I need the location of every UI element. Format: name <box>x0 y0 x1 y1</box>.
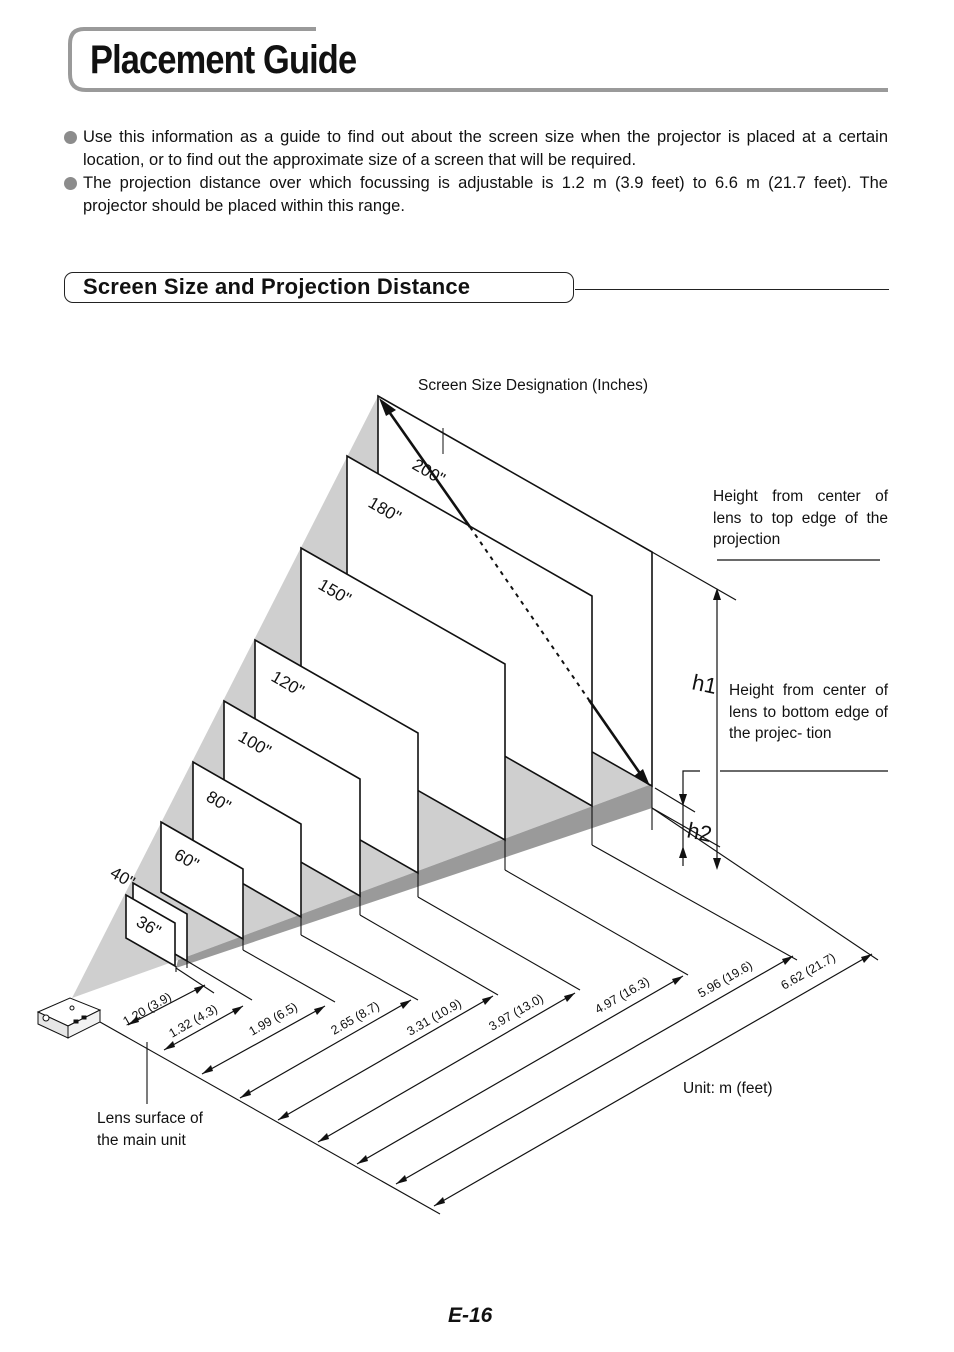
floor-ray <box>651 807 879 961</box>
h2-top-extension <box>654 787 696 813</box>
floor-ray <box>417 896 581 991</box>
arrowhead-icon <box>128 1016 139 1025</box>
arrowhead-icon <box>379 398 396 416</box>
bullet-text: Use this information as a guide to find … <box>83 128 888 169</box>
distance-label: 1.32 (4.3) <box>167 1002 220 1041</box>
h2-leader-tick <box>682 770 700 795</box>
arrowhead-icon <box>400 1000 411 1009</box>
distance-arrow <box>433 953 873 1207</box>
floor-ray <box>186 960 253 1001</box>
bullet-text: The projection distance over which focus… <box>83 174 888 215</box>
section-heading: Screen Size and Projection Distance <box>83 274 471 299</box>
arrowhead-icon <box>202 1065 213 1074</box>
arrowhead-icon <box>318 1133 329 1142</box>
distance-arrow <box>201 1005 326 1075</box>
diagonal-dotted <box>469 526 590 701</box>
intro-bullets: Use this information as a guide to find … <box>64 126 888 218</box>
arrowhead-icon <box>396 1175 407 1184</box>
arrowhead-icon <box>357 1155 368 1164</box>
h1-description: Height from center of lens to top edge o… <box>713 488 888 548</box>
distance-arrow <box>395 955 794 1185</box>
h1-bottom-extension <box>651 807 721 848</box>
distance-label: 4.97 (16.3) <box>593 974 652 1016</box>
projector-icon <box>36 997 102 1039</box>
floor-ray <box>242 949 336 1003</box>
arrowhead-icon <box>713 588 721 600</box>
distance-arrow <box>356 975 684 1165</box>
h2-label: h2 <box>685 817 714 847</box>
title-frame <box>68 27 888 92</box>
arrowhead-icon <box>164 1041 175 1050</box>
distance-label: 1.20 (3.9) <box>121 990 174 1029</box>
arrowhead-icon <box>314 1006 325 1015</box>
bullet-dot-icon <box>64 177 77 190</box>
bullet-dot-icon <box>64 131 77 144</box>
h1-top-extension <box>651 551 737 601</box>
arrowhead-icon <box>679 794 687 806</box>
arrowhead-icon <box>861 954 872 963</box>
arrowhead-icon <box>564 993 575 1002</box>
section-rule <box>575 289 889 290</box>
bullet-item: The projection distance over which focus… <box>64 172 888 218</box>
distance-arrow <box>239 999 412 1099</box>
floor-ray <box>591 844 798 961</box>
floor-ray <box>504 869 689 976</box>
arrowhead-icon <box>482 996 493 1005</box>
screen-size-caption: Screen Size Designation (Inches) <box>418 377 649 394</box>
arrowhead-icon <box>278 1111 289 1120</box>
section-heading-box <box>64 272 574 303</box>
distance-arrow <box>277 995 494 1121</box>
arrowhead-icon <box>713 858 721 870</box>
arrowhead-icon <box>194 985 205 994</box>
floor-ray <box>300 934 419 1001</box>
arrowhead-icon <box>679 846 687 858</box>
h2-description: Height from center of lens to bottom edg… <box>729 682 888 742</box>
distance-label: 6.62 (21.7) <box>779 950 838 992</box>
unit-label: Unit: m (feet) <box>683 1080 773 1097</box>
arrowhead-icon <box>782 956 793 965</box>
diagonal-arrow-lower <box>587 699 648 783</box>
floor-ray <box>359 914 499 996</box>
arrowhead-icon <box>240 1089 251 1098</box>
lens-surface-label: Lens surface of the main unit <box>97 1110 203 1149</box>
h1-label: h1 <box>690 669 719 699</box>
lens-base-line <box>99 1021 441 1215</box>
distance-arrow <box>317 992 576 1143</box>
screen-36 <box>125 893 176 968</box>
diagonal-arrow-upper <box>383 405 472 528</box>
page-title: Placement Guide <box>90 38 357 82</box>
floor-ray <box>175 967 215 994</box>
beam-floor-shadow <box>176 784 652 968</box>
distance-label: 5.96 (19.6) <box>696 958 755 1000</box>
arrowhead-icon <box>434 1197 445 1206</box>
arrowhead-icon <box>232 1006 243 1015</box>
distance-label: 1.99 (6.5) <box>247 1000 300 1039</box>
distance-labels: 1.20 (3.9) 1.32 (4.3) 1.99 (6.5) 2.65 (8… <box>121 950 838 1040</box>
page-number: E-16 <box>448 1304 493 1327</box>
bullet-item: Use this information as a guide to find … <box>64 126 888 172</box>
arrowhead-icon <box>634 769 650 786</box>
arrowhead-icon <box>672 976 683 985</box>
distance-arrow <box>127 984 206 1026</box>
distance-arrow <box>163 1005 244 1051</box>
